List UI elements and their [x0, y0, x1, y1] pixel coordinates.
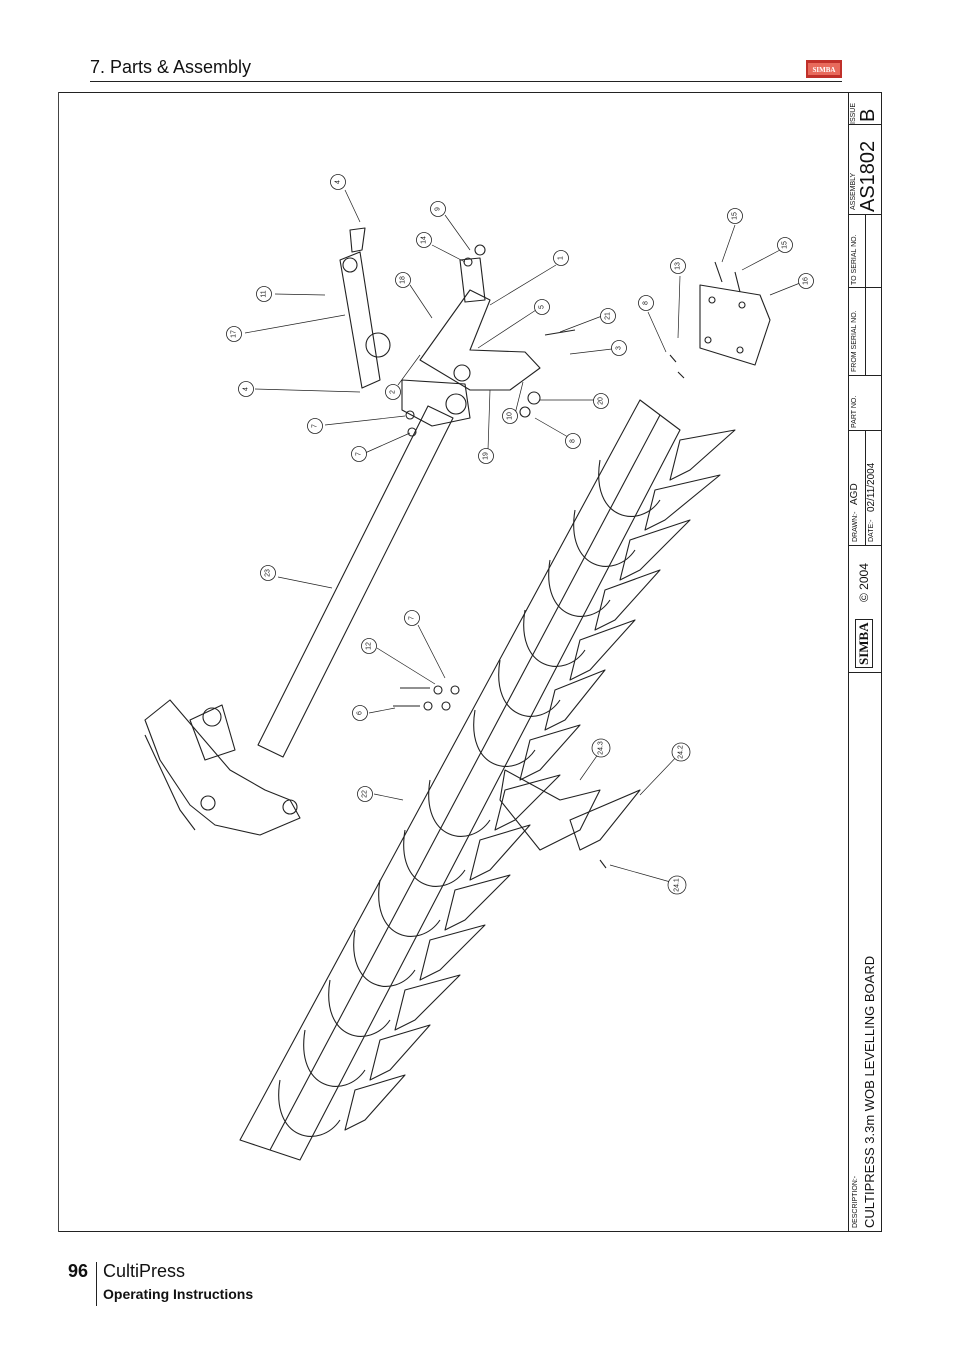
description-label: DESCRIPTION:- [852, 1175, 859, 1228]
callout-balloon: 15 [727, 208, 743, 224]
callout-label: 8 [570, 439, 577, 443]
callout-balloon: 3 [611, 340, 627, 356]
callout-label: 24.1 [674, 878, 681, 892]
tb-divider [848, 375, 882, 376]
callout-balloon: 17 [226, 326, 242, 342]
callout-label: 7 [312, 424, 319, 428]
callout-label: 17 [231, 330, 238, 338]
to-serial-label: TO SERIAL NO. [851, 234, 858, 285]
tb-divider [848, 545, 882, 546]
callout-balloon: 16 [798, 273, 814, 289]
issue-value: B [857, 108, 879, 122]
callout-label: 23 [265, 569, 272, 577]
drawn-value: AGD [849, 483, 860, 505]
issue-label: ISSUE [850, 102, 857, 124]
callout-label: 13 [675, 262, 682, 270]
callout-balloon: 11 [256, 286, 272, 302]
date-value: 02/11/2004 [866, 462, 877, 512]
callout-balloon: 22 [357, 786, 373, 802]
date-label: DATE:- [868, 519, 875, 542]
footer-divider [96, 1262, 97, 1306]
callout-balloon: 15 [777, 237, 793, 253]
title-block-brand: SIMBA [855, 619, 873, 668]
callout-balloon: 6 [352, 705, 368, 721]
logo-text: SIMBA [813, 66, 836, 74]
copyright: © 2004 [857, 563, 871, 602]
callout-label: 9 [435, 207, 442, 211]
callout-label: 4 [243, 387, 250, 391]
callout-balloon: 14 [416, 232, 432, 248]
callout-label: 24.2 [678, 745, 685, 759]
assembly-value: AS1802 [857, 140, 879, 212]
document-subtitle: Operating Instructions [103, 1286, 254, 1302]
page-number: 96 [68, 1261, 89, 1281]
callout-label: 6 [357, 711, 364, 715]
callout-label: 21 [605, 312, 612, 320]
title-block [848, 93, 883, 1231]
callout-label: 4 [335, 180, 342, 184]
part-no-label: PART NO. [851, 395, 858, 428]
callout-label: 3 [616, 346, 623, 350]
drawing-frame [58, 92, 882, 1232]
callout-label: 24.3 [598, 741, 605, 755]
callout-balloon: 24.1 [667, 875, 687, 895]
callout-label: 1 [558, 256, 565, 260]
callout-balloon: 7 [404, 610, 420, 626]
tb-split [865, 430, 866, 545]
section-title: 7. Parts & Assembly [90, 57, 252, 77]
callout-balloon: 10 [502, 408, 518, 424]
callout-label: 8 [643, 301, 650, 305]
callout-label: 20 [598, 397, 605, 405]
callout-balloon: 8 [565, 433, 581, 449]
callout-balloon: 8 [638, 295, 654, 311]
callout-label: 2 [390, 390, 397, 394]
callout-balloon: 4 [330, 174, 346, 190]
product-name: CultiPress [103, 1261, 186, 1281]
tb-divider [848, 124, 882, 125]
callout-label: 15 [782, 241, 789, 249]
callout-balloon: 21 [600, 308, 616, 324]
simba-logo: SIMBA [806, 60, 842, 78]
callout-balloon: 20 [593, 393, 609, 409]
tb-split [865, 214, 866, 375]
callout-label: 22 [362, 790, 369, 798]
callout-label: 19 [483, 452, 490, 460]
callout-balloon: 12 [361, 638, 377, 654]
callout-balloon: 1 [553, 250, 569, 266]
callout-balloon: 2 [385, 384, 401, 400]
callout-label: 14 [421, 236, 428, 244]
callout-label: 5 [539, 305, 546, 309]
drawn-label: DRAWN:- [852, 511, 859, 542]
callout-balloon: 23 [260, 565, 276, 581]
callout-balloon: 7 [351, 446, 367, 462]
callout-balloon: 4 [238, 381, 254, 397]
callout-label: 15 [732, 212, 739, 220]
callout-label: 18 [400, 276, 407, 284]
callout-balloon: 19 [478, 448, 494, 464]
callout-balloon: 9 [430, 201, 446, 217]
header-rule [90, 81, 842, 82]
callout-label: 10 [507, 412, 514, 420]
tb-divider [848, 672, 882, 673]
from-serial-label: FROM SERIAL NO. [851, 310, 858, 372]
callout-label: 7 [409, 616, 416, 620]
callout-balloon: 7 [307, 418, 323, 434]
callout-balloon: 13 [670, 258, 686, 274]
callout-label: 11 [261, 290, 268, 297]
callout-balloon: 24.3 [591, 738, 611, 758]
frame-left-edge [58, 92, 59, 1232]
callout-label: 16 [803, 277, 810, 285]
description-value: CULTIPRESS 3.3m WOB LEVELLING BOARD [862, 955, 877, 1228]
callout-balloon: 24.2 [671, 742, 691, 762]
callout-balloon: 18 [395, 272, 411, 288]
assembly-label: ASSEMBLY [850, 172, 857, 210]
callout-label: 7 [356, 452, 363, 456]
callout-balloon: 5 [534, 299, 550, 315]
callout-label: 12 [366, 642, 373, 650]
